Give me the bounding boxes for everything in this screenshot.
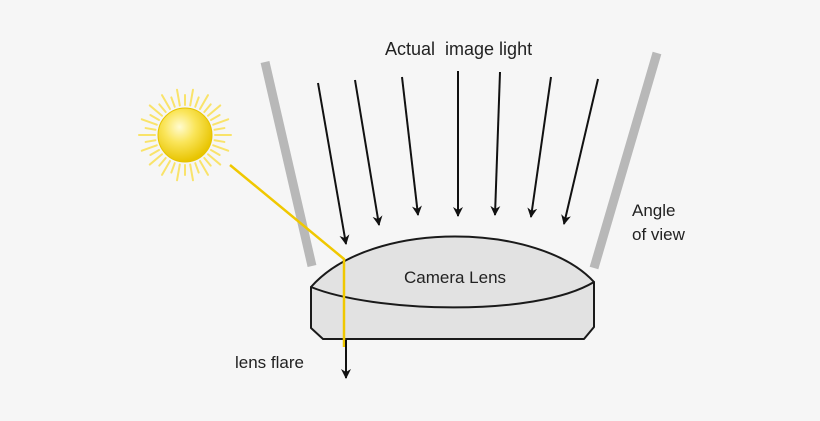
sun-ray <box>209 149 221 156</box>
image-light-rays <box>317 71 599 245</box>
sun-ray <box>199 94 209 111</box>
sun-ray <box>176 163 181 182</box>
angle-of-view-right-bar <box>589 51 662 270</box>
angle-of-view-label-line2: of view <box>632 225 686 244</box>
light-ray-arrow <box>561 78 599 225</box>
sun-ray <box>194 162 200 174</box>
sun-ray <box>170 96 176 108</box>
sun-ray <box>149 149 161 156</box>
lens-flare-label: lens flare <box>235 353 304 372</box>
lens-flare-ray <box>229 164 346 347</box>
sun-icon <box>138 88 232 182</box>
light-ray-arrow <box>527 76 552 218</box>
sun-ray <box>144 139 157 143</box>
sun-ray <box>161 159 171 176</box>
sun-ray <box>148 153 164 166</box>
sun-ray <box>189 88 194 107</box>
sun-ray <box>158 156 167 167</box>
light-ray-arrow <box>354 79 383 226</box>
sun-ray <box>161 94 171 111</box>
sun-ray <box>206 153 222 166</box>
sun-ray <box>176 88 181 107</box>
sun-ray <box>203 103 212 114</box>
light-ray-arrow <box>317 82 350 245</box>
sun-ray <box>149 114 161 121</box>
sun-ray <box>144 127 157 131</box>
camera-lens <box>310 235 595 340</box>
sun-ray <box>189 163 194 182</box>
sun-ray <box>170 162 176 174</box>
sun-ray <box>140 144 158 152</box>
sun-ray <box>194 96 200 108</box>
lens-dome <box>310 235 595 309</box>
light-ray-arrow <box>490 71 501 216</box>
sun-ray <box>140 118 158 126</box>
sun-ray <box>206 104 222 117</box>
sun-ray <box>158 103 167 114</box>
actual-image-light-label: Actual image light <box>385 39 532 59</box>
sun-ray <box>212 118 230 126</box>
light-ray-arrow <box>401 76 422 216</box>
sun-ray <box>209 114 221 121</box>
angle-of-view-left-bar <box>260 60 317 268</box>
sun-ray <box>213 139 226 143</box>
sun-ray <box>203 156 212 167</box>
sun-ray <box>213 127 226 131</box>
sun-ray <box>212 144 230 152</box>
camera-lens-label: Camera Lens <box>404 268 506 287</box>
sun-ray <box>148 104 164 117</box>
sun-ray <box>199 159 209 176</box>
angle-of-view-label-line1: Angle <box>632 201 675 220</box>
